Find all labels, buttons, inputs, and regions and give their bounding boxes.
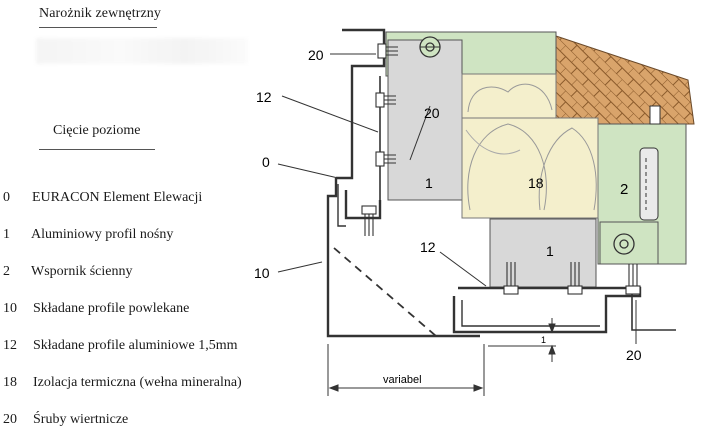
bottom-profile-inner xyxy=(461,300,600,327)
legend-number: 2 xyxy=(3,264,10,279)
legend-item: 1 Aluminiowy profil nośny xyxy=(3,225,242,262)
legend-text: Śruby wiertnicze xyxy=(33,412,129,427)
leader-10 xyxy=(277,261,323,273)
drawing-title: Narożnik zewnętrzny xyxy=(39,6,162,21)
screw xyxy=(625,264,641,295)
leader-12-bottom xyxy=(439,251,487,287)
miter-cut-line xyxy=(333,247,437,337)
slotted-hole xyxy=(639,147,659,221)
callout-20-top: 20 xyxy=(308,47,324,63)
screw xyxy=(503,262,519,295)
insulation xyxy=(461,73,599,219)
part-2: 2 xyxy=(620,181,628,198)
callout-20-bottom: 20 xyxy=(626,347,642,363)
screw xyxy=(375,92,396,108)
folded-profile-12 xyxy=(336,28,386,180)
leader-12-left xyxy=(281,95,379,133)
part-18: 18 xyxy=(528,175,544,191)
carrier-profile-bottom xyxy=(489,218,597,288)
coated-profile-10 xyxy=(326,178,480,338)
legend-item: 18 Izolacja termiczna (wełna mineralna) xyxy=(3,373,242,410)
dimension-offset-label: 1 xyxy=(541,335,546,345)
legend-text: Wspornik ścienny xyxy=(31,264,133,279)
legend-number: 10 xyxy=(3,301,17,316)
legend-number: 1 xyxy=(3,227,10,242)
legend-item: 0 EURACON Element Elewacji xyxy=(3,188,242,225)
bracket-bolt-bottom xyxy=(613,233,635,255)
legend-number: 20 xyxy=(3,412,17,427)
callout-12-bottom: 12 xyxy=(420,239,436,255)
legend-list: 0 EURACON Element Elewacji 1 Aluminiowy pr… xyxy=(3,188,242,447)
section-subtitle: Cięcie poziome xyxy=(53,123,141,138)
title-underline xyxy=(39,27,157,28)
callout-12-left: 12 xyxy=(256,89,272,105)
subtitle-underline xyxy=(39,149,155,150)
legend-text: EURACON Element Elewacji xyxy=(32,190,203,205)
profile-hook-left xyxy=(344,190,382,220)
legend-text: Izolacja termiczna (wełna mineralna) xyxy=(33,375,242,390)
coated-profile-return xyxy=(337,184,346,227)
dimension-variable xyxy=(327,344,485,396)
dimension-variable-label: variabel xyxy=(383,374,422,386)
legend-text: Składane profile powlekane xyxy=(33,301,190,316)
brick-wall xyxy=(555,35,695,125)
leader-0 xyxy=(277,163,339,179)
legend-item: 12 Składane profile aluminiowe 1,5mm xyxy=(3,336,242,373)
callout-20-mid: 20 xyxy=(424,105,440,121)
bottom-profile-return xyxy=(631,288,676,331)
callout-10: 10 xyxy=(254,265,270,281)
legend-number: 0 xyxy=(3,190,10,205)
legend-text: Aluminiowy profil nośny xyxy=(31,227,174,242)
screw xyxy=(375,151,396,167)
legend-item: 2 Wspornik ścienny xyxy=(3,262,242,299)
legend-text: Składane profile aluminiowe 1,5mm xyxy=(33,338,238,353)
wall-anchor xyxy=(649,105,661,125)
legend-item: 10 Składane profile powlekane xyxy=(3,299,242,336)
screw xyxy=(361,205,377,236)
blurred-subheading xyxy=(36,38,248,64)
part-1-left: 1 xyxy=(425,175,433,191)
legend-number: 12 xyxy=(3,338,17,353)
legend-item: 20 Śruby wiertnicze xyxy=(3,410,242,447)
legend-number: 18 xyxy=(3,375,17,390)
callout-0: 0 xyxy=(262,154,270,170)
bracket-bolt-top xyxy=(419,36,441,58)
leader-20-mid xyxy=(409,105,431,161)
dimension-offset xyxy=(488,318,556,362)
screw xyxy=(567,262,583,295)
part-1-bottom: 1 xyxy=(546,243,554,259)
screw xyxy=(377,43,398,59)
